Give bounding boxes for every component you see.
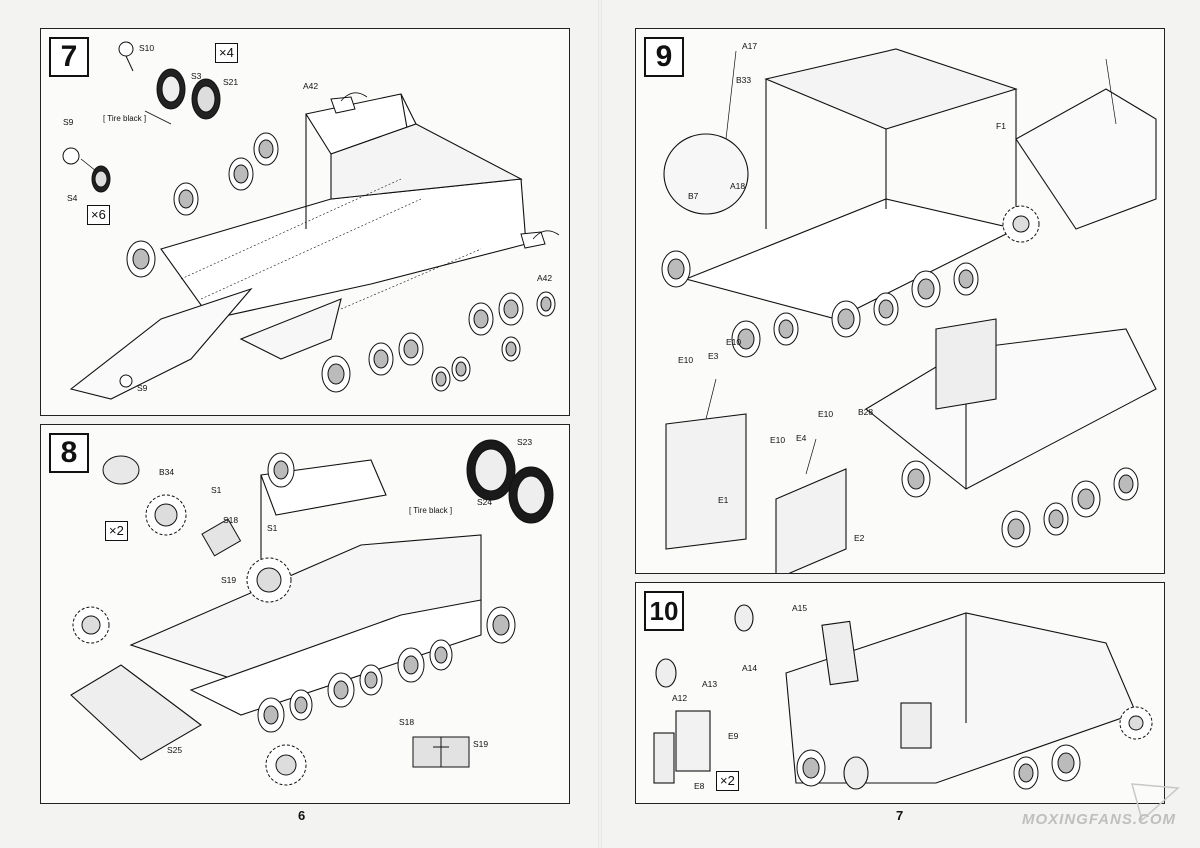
road-wheel-group — [91, 68, 556, 393]
page-gutter — [598, 0, 602, 848]
label-E2: E2 — [854, 533, 865, 543]
label-tire-black-8: [ Tire black ] — [409, 506, 452, 515]
label-S4: S4 — [67, 193, 78, 203]
label-S1-b: S1 — [267, 523, 278, 533]
label-B7: B7 — [688, 191, 699, 201]
multiplier-x6: ×6 — [87, 205, 110, 225]
label-S1-a: S1 — [211, 485, 222, 495]
label-A42-a: A42 — [303, 81, 318, 91]
step-8-number: 8 — [49, 433, 89, 473]
e1-plate — [665, 413, 747, 550]
step-8-panel: 8 ×2 — [40, 424, 570, 804]
tire-S24 — [508, 466, 554, 524]
f1-deck-plate — [1015, 88, 1157, 230]
label-B33: B33 — [736, 75, 751, 85]
label-tire-black-7: [ Tire black ] — [103, 114, 146, 123]
label-A17: A17 — [742, 41, 757, 51]
step-10-panel: 10 ×2 A15 A14 A12 — [635, 582, 1165, 804]
step-7-diagram: S10 S3 S21 [ Tire black ] S9 S4 A42 A42 … — [62, 41, 560, 400]
label-E1: E1 — [718, 495, 729, 505]
label-A42-b: A42 — [537, 273, 552, 283]
label-B34: B34 — [159, 467, 174, 477]
label-S19-b: S19 — [473, 739, 488, 749]
label-E10-c: E10 — [770, 435, 785, 445]
label-A12: A12 — [672, 693, 687, 703]
label-F1: F1 — [996, 121, 1006, 131]
paper-plane-icon — [1130, 783, 1180, 822]
multiplier-x4: ×4 — [215, 43, 238, 63]
step-10-diagram: A15 A14 A12 A13 E9 E8 — [653, 603, 1153, 791]
label-S10: S10 — [139, 43, 154, 53]
step-7-number: 7 — [49, 37, 89, 77]
label-A14: A14 — [742, 663, 757, 673]
label-E4: E4 — [796, 433, 807, 443]
label-S9-b: S9 — [137, 383, 148, 393]
track-link-sheet — [70, 664, 202, 761]
page-number-right: 7 — [896, 808, 904, 823]
label-S25: S25 — [167, 745, 182, 755]
label-E10-d: E10 — [818, 409, 833, 419]
s18-s19-inset — [412, 736, 470, 768]
label-E3: E3 — [708, 351, 719, 361]
label-S3: S3 — [191, 71, 202, 81]
label-E8: E8 — [694, 781, 705, 791]
step-9-panel: 9 — [635, 28, 1165, 574]
step-9-number: 9 — [644, 37, 684, 77]
label-S24: S24 — [477, 497, 492, 507]
step-9-diagram: A17 B33 B7 A18 F1 E10 E3 E10 E1 E10 E4 E… — [661, 41, 1157, 573]
label-S18-b: S18 — [399, 717, 414, 727]
right-page: 9 — [600, 0, 1200, 848]
step-10-number: 10 — [644, 591, 684, 631]
hull-floor — [160, 178, 527, 320]
b7-turret-ring — [663, 133, 749, 215]
label-S23: S23 — [517, 437, 532, 447]
label-E10-a: E10 — [678, 355, 693, 365]
label-E9: E9 — [728, 731, 739, 741]
page-number-left: 6 — [298, 808, 306, 823]
step-8-diagram: B34 S1 S18 S1 S19 S23 [ Tire black ] S24… — [70, 437, 554, 786]
e8-rack — [653, 732, 675, 784]
label-B28: B28 — [858, 407, 873, 417]
watermark-text: MOXINGFANS.COM — [1022, 811, 1176, 828]
left-page: 7 ×4 ×6 — [40, 28, 570, 823]
label-S21: S21 — [223, 77, 238, 87]
label-S9-a: S9 — [63, 117, 74, 127]
multiplier-x2-step8: ×2 — [105, 521, 128, 541]
label-A18: A18 — [730, 181, 745, 191]
label-E10-b: E10 — [726, 337, 741, 347]
label-S18-a: S18 — [223, 515, 238, 525]
e2-plate — [775, 468, 847, 573]
label-A13: A13 — [702, 679, 717, 689]
e9-rack — [675, 710, 711, 772]
label-S19-a: S19 — [221, 575, 236, 585]
watermark-logo: MOXINGFANS.COM — [1022, 783, 1180, 828]
b34-part — [102, 455, 140, 485]
step-7-panel: 7 ×4 ×6 — [40, 28, 570, 416]
label-A15: A15 — [792, 603, 807, 613]
tire-S23 — [466, 439, 516, 501]
multiplier-x2-step10: ×2 — [716, 771, 739, 791]
